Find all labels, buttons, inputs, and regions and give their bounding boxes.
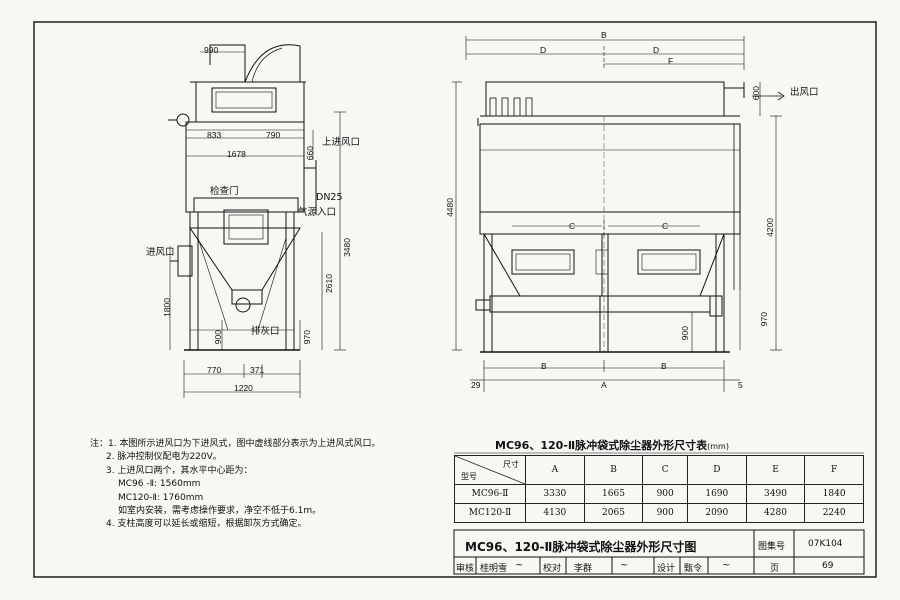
- front-view: [452, 36, 785, 392]
- page-number: 69: [822, 561, 834, 571]
- dim-990: 990: [204, 45, 219, 55]
- table-cell: 1665: [583, 484, 644, 504]
- col-header-A: A: [525, 455, 585, 485]
- label-air-inlet: 气源入口: [298, 207, 337, 218]
- dim-B-left: B: [541, 361, 547, 371]
- dim-A: A: [601, 380, 607, 390]
- dimension-table: 尺寸 型号 A B C D E F MC96-Ⅱ 3330 1665 900 1…: [454, 455, 864, 523]
- label-inspection-door: 检查门: [210, 186, 239, 197]
- label-ash-outlet: 排灰口: [251, 326, 280, 337]
- notes-block: 注：1. 本图所示进风口为下进风式，图中虚线部分表示为上进风式风口。 2. 脉冲…: [90, 438, 450, 532]
- table-cell: 1690: [686, 484, 747, 504]
- side-view: [168, 44, 346, 398]
- reviewer-signature: ~: [515, 560, 524, 571]
- dim-3480: 3480: [342, 238, 352, 257]
- table-title: MC96、120-Ⅱ脉冲袋式除尘器外形尺寸表(mm): [495, 437, 729, 453]
- dim-833: 833: [207, 130, 222, 140]
- table-cell: 900: [642, 484, 688, 504]
- atlas-label: 图集号: [758, 542, 786, 552]
- table-cell: 3330: [525, 484, 585, 504]
- col-header-C: C: [642, 455, 688, 485]
- dim-600: 600: [751, 86, 761, 101]
- note-line: MC120-Ⅱ: 1760mm: [118, 492, 204, 503]
- dim-B-right: B: [661, 361, 667, 371]
- label-outlet: 出风口: [790, 87, 819, 98]
- col-header-F: F: [804, 455, 864, 485]
- sheet-frame: [33, 21, 877, 578]
- dim-F: F: [668, 56, 674, 66]
- corner-size-label: 尺寸: [503, 460, 519, 469]
- dim-4480: 4480: [445, 198, 455, 217]
- table-cell: 1840: [804, 484, 864, 504]
- dim-660: 660: [305, 146, 315, 161]
- col-header-B: B: [583, 455, 644, 485]
- table-cell: 2065: [583, 503, 644, 523]
- row-model: MC120-Ⅱ: [454, 503, 526, 523]
- table-row: MC96-Ⅱ 3330 1665 900 1690 3490 1840: [454, 484, 864, 504]
- row-model: MC96-Ⅱ: [454, 484, 526, 504]
- title-block-frame: [453, 529, 865, 575]
- dim-D-left: D: [540, 45, 547, 55]
- dim-C-right: C: [662, 221, 669, 231]
- table-cell: 3490: [745, 484, 806, 504]
- label-dn25: DN25: [316, 192, 343, 203]
- corner-model-label: 型号: [461, 472, 477, 481]
- note-line: 如室内安装，需考虑操作要求，净空不低于6.1m。: [118, 506, 322, 517]
- dim-371: 371: [250, 365, 265, 375]
- dim-970-front: 970: [759, 312, 769, 327]
- table-cell: 4280: [745, 503, 806, 523]
- design-label: 设计: [657, 564, 676, 574]
- dim-790: 790: [266, 130, 281, 140]
- dim-C-left: C: [569, 221, 576, 231]
- checker-signature: ~: [620, 560, 629, 571]
- dim-900: 900: [213, 330, 223, 345]
- dim-1220: 1220: [234, 383, 253, 393]
- note-line: 2. 脉冲控制仪配电为220V。: [106, 452, 222, 463]
- table-cell: 900: [642, 503, 688, 523]
- dim-B-top: B: [601, 30, 607, 40]
- label-upper-inlet: 上进风口: [322, 137, 361, 148]
- note-line: MC96 -Ⅱ: 1560mm: [118, 479, 201, 490]
- note-line: 4. 支柱高度可以延长或缩短，根据卸灰方式确定。: [106, 519, 307, 530]
- note-line: 注：1. 本图所示进风口为下进风式，图中虚线部分表示为上进风式风口。: [90, 439, 381, 449]
- dim-D-right: D: [653, 45, 660, 55]
- reviewer-name: 桂明雪: [480, 564, 508, 574]
- atlas-number: 07K104: [808, 539, 843, 549]
- label-inlet: 进风口: [146, 247, 175, 258]
- dim-2610: 2610: [324, 274, 334, 293]
- table-cell: 2240: [804, 503, 864, 523]
- checker-name: 李群: [574, 564, 593, 574]
- table-title-text: MC96、120-Ⅱ脉冲袋式除尘器外形尺寸表: [495, 439, 708, 452]
- table-row: MC120-Ⅱ 4130 2065 900 2090 4280 2240: [454, 503, 864, 523]
- page-label: 页: [770, 564, 780, 574]
- dim-1678: 1678: [227, 149, 246, 159]
- designer-name: 甄令: [684, 564, 703, 574]
- check-label: 校对: [543, 564, 562, 574]
- corner-diagonal: [455, 456, 525, 484]
- dim-1800: 1800: [162, 298, 172, 317]
- col-header-E: E: [745, 455, 806, 485]
- table-header-row: 尺寸 型号 A B C D E F: [454, 455, 864, 485]
- review-label: 审核: [456, 564, 475, 574]
- table-corner-cell: 尺寸 型号: [454, 455, 526, 485]
- designer-signature: ~: [722, 560, 731, 571]
- dim-900-front: 900: [680, 326, 690, 341]
- dim-29: 29: [471, 380, 481, 390]
- dim-770: 770: [207, 365, 222, 375]
- note-line: 3. 上进风口两个，其水平中心距为：: [106, 465, 253, 476]
- dim-4200: 4200: [765, 218, 775, 237]
- dim-970: 970: [302, 330, 312, 345]
- dim-5: 5: [738, 380, 743, 390]
- table-cell: 4130: [525, 503, 585, 523]
- drawing-title: MC96、120-Ⅱ脉冲袋式除尘器外形尺寸图: [465, 540, 697, 554]
- table-cell: 2090: [686, 503, 747, 523]
- col-header-D: D: [686, 455, 747, 485]
- table-unit: (mm): [707, 442, 729, 451]
